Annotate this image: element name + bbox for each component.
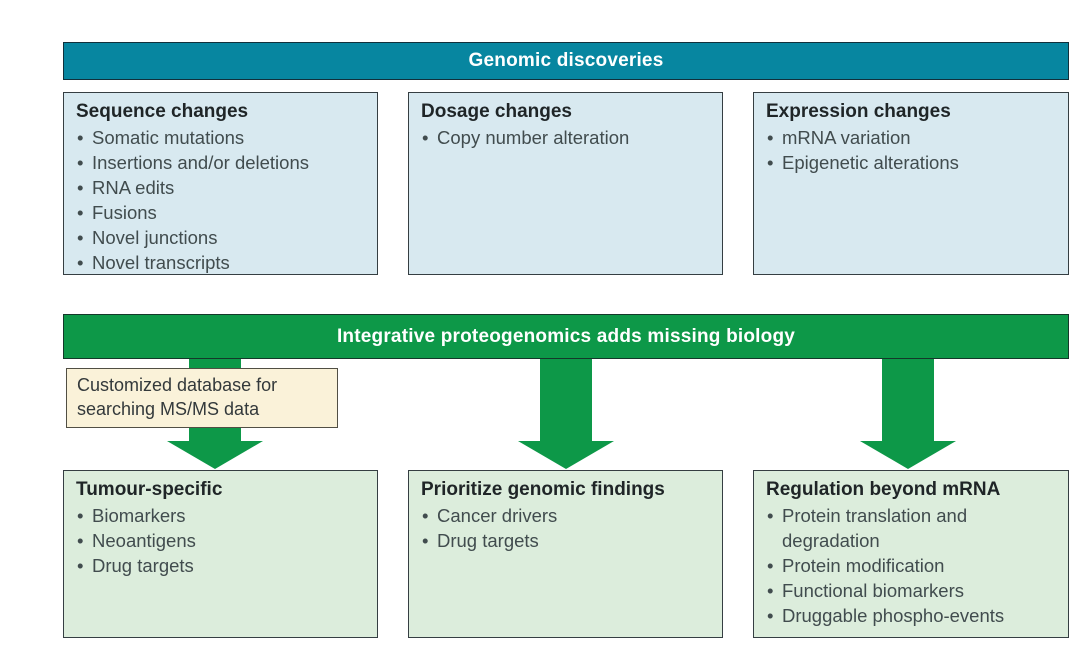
sequence-changes-title: Sequence changes (76, 101, 249, 122)
down-arrow-right-stem (882, 357, 934, 441)
bullet-item: Drug targets (76, 553, 365, 578)
bullet-item: RNA edits (76, 175, 365, 200)
expression-changes-box: Expression changes mRNA variationEpigene… (753, 92, 1069, 275)
bullet-item: Drug targets (421, 528, 710, 553)
dosage-changes-box: Dosage changes Copy number alteration (408, 92, 723, 275)
sequence-changes-list: Somatic mutationsInsertions and/or delet… (76, 125, 365, 275)
dosage-changes-list: Copy number alteration (421, 125, 710, 150)
dosage-changes-title: Dosage changes (421, 101, 572, 122)
bullet-item: Neoantigens (76, 528, 365, 553)
tumour-specific-box: Tumour-specific BiomarkersNeoantigensDru… (63, 470, 378, 638)
regulation-beyond-mrna-list: Protein translation and degradationProte… (766, 503, 1056, 628)
down-arrow-middle-head (518, 441, 614, 469)
down-arrow-middle-stem (540, 357, 592, 441)
prioritize-genomic-findings-box: Prioritize genomic findings Cancer drive… (408, 470, 723, 638)
prioritize-genomic-findings-title: Prioritize genomic findings (421, 479, 665, 500)
bullet-item: Insertions and/or deletions (76, 150, 365, 175)
bullet-item: Novel transcripts (76, 250, 365, 275)
sequence-changes-box: Sequence changes Somatic mutationsInsert… (63, 92, 378, 275)
bullet-item: mRNA variation (766, 125, 1056, 150)
down-arrow-middle (518, 357, 614, 469)
integrative-proteogenomics-banner: Integrative proteogenomics adds missing … (63, 314, 1069, 359)
genomic-discoveries-banner-label: Genomic discoveries (468, 50, 664, 71)
tumour-specific-title: Tumour-specific (76, 479, 223, 500)
bullet-item: Novel junctions (76, 225, 365, 250)
integrative-proteogenomics-banner-label: Integrative proteogenomics adds missing … (336, 325, 796, 347)
customized-database-callout: Customized database for searching MS/MS … (66, 368, 338, 428)
bullet-item: Protein modification (766, 553, 1056, 578)
bullet-item: Epigenetic alterations (766, 150, 1056, 175)
bullet-item: Somatic mutations (76, 125, 365, 150)
down-arrow-right-head (860, 441, 956, 469)
tumour-specific-list: BiomarkersNeoantigensDrug targets (76, 503, 365, 578)
bullet-item: Copy number alteration (421, 125, 710, 150)
bullet-item: Functional biomarkers (766, 578, 1056, 603)
bullet-item: Protein translation and degradation (766, 503, 1056, 553)
down-arrow-left-head (167, 441, 263, 469)
bullet-item: Fusions (76, 200, 365, 225)
expression-changes-list: mRNA variationEpigenetic alterations (766, 125, 1056, 175)
bullet-item: Biomarkers (76, 503, 365, 528)
prioritize-genomic-findings-list: Cancer driversDrug targets (421, 503, 710, 553)
genomic-discoveries-banner: Genomic discoveries (63, 42, 1069, 80)
down-arrow-right (860, 357, 956, 469)
bullet-item: Cancer drivers (421, 503, 710, 528)
regulation-beyond-mrna-box: Regulation beyond mRNA Protein translati… (753, 470, 1069, 638)
bullet-item: Druggable phospho-events (766, 603, 1056, 628)
expression-changes-title: Expression changes (766, 101, 951, 122)
regulation-beyond-mrna-title: Regulation beyond mRNA (766, 479, 1001, 500)
